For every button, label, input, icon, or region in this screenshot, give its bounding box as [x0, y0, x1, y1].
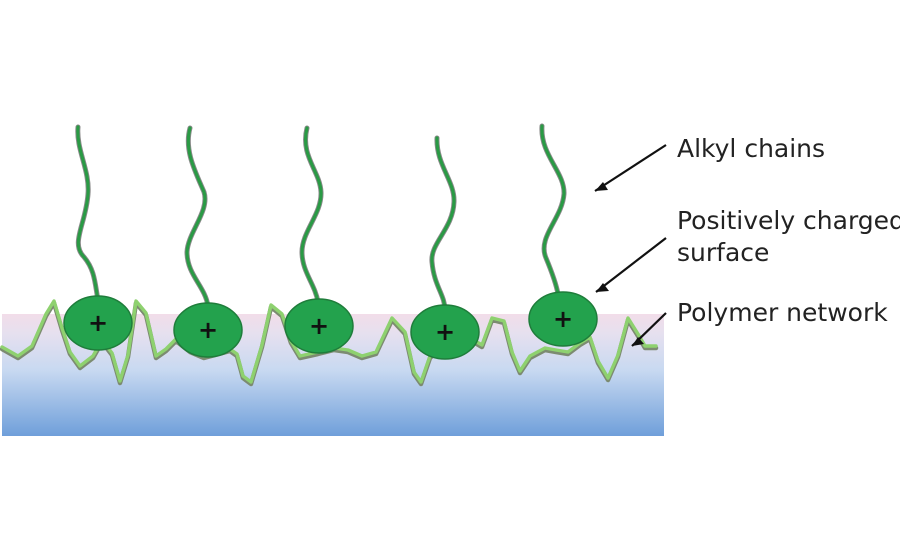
charged-bead-3: +: [284, 298, 354, 354]
charged-bead-4: +: [410, 304, 480, 360]
charge-symbol: +: [309, 312, 329, 340]
arrow-alkyl-chains: [594, 144, 667, 192]
label-polymer-network: Polymer network: [631, 298, 888, 347]
alkyl-chain-4: [429, 135, 457, 313]
label-text-polymer-network: Polymer network: [677, 298, 888, 327]
alkyl-chain-3: [299, 125, 324, 305]
label-text-positively-charged-line1: Positively charged: [677, 206, 900, 235]
charge-symbol: +: [553, 305, 573, 333]
arrow-positively-charged-surface: [595, 237, 667, 293]
charge-symbol: +: [435, 318, 455, 346]
charged-bead-5: +: [528, 291, 598, 347]
label-text-positively-charged-line2: surface: [677, 238, 769, 267]
charge-symbol: +: [88, 309, 108, 337]
charged-bead-1: +: [63, 295, 133, 351]
charged-bead-2: +: [173, 302, 243, 358]
alkyl-chain-1: [75, 124, 101, 303]
label-alkyl-chains: Alkyl chains: [594, 134, 825, 192]
charge-symbol: +: [198, 316, 218, 344]
arrowhead-polymer-network: [632, 337, 644, 346]
alkyl-chain-5: [539, 123, 567, 297]
label-text-alkyl-chains: Alkyl chains: [677, 134, 825, 163]
alkyl-chain-2: [184, 125, 211, 309]
label-positively-charged-surface: Positively charged surface: [595, 206, 900, 293]
arrowhead-alkyl-chains: [595, 182, 608, 191]
arrowhead-positively-charged-surface: [596, 283, 609, 292]
